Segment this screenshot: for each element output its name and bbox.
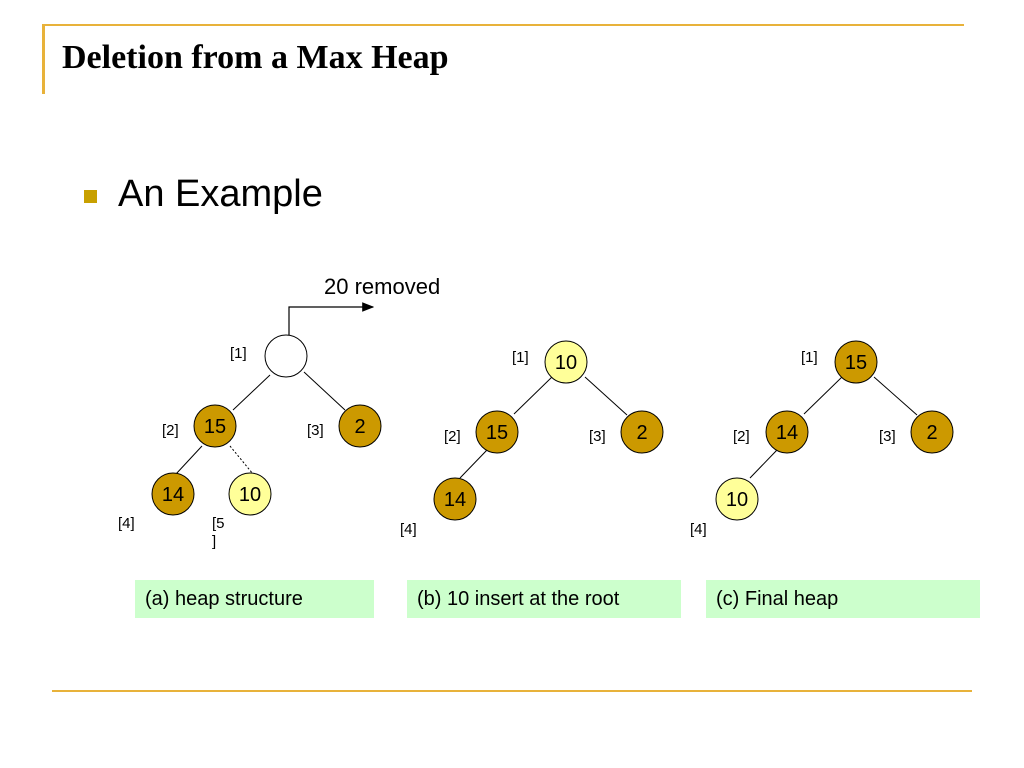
panel-a-node-4-index: [4] [118, 515, 135, 532]
bullet-text: An Example [118, 173, 323, 215]
panel-b-node-3-index: [3] [589, 428, 606, 445]
panel-b-node-1 [544, 340, 588, 384]
panel-c-node-3-index: [3] [879, 428, 896, 445]
panel-a-node-1-index: [1] [230, 345, 247, 362]
panel-c-node-1 [834, 340, 878, 384]
title-accent-horizontal-line [42, 24, 964, 26]
panel-c: 15 [1] 14 [2] 2 [3] 10 [4] [690, 340, 954, 538]
panel-a-edge-2-5 [229, 445, 254, 475]
removed-arrow [288, 302, 375, 340]
panel-c-node-2-index: [2] [733, 428, 750, 445]
panel-c-edge-1-3 [873, 376, 918, 416]
panel-a-edge-1-2 [232, 374, 271, 411]
panel-b-node-2-index: [2] [444, 428, 461, 445]
caption-panel-a: (a) heap structure [135, 580, 374, 618]
panel-b-edge-1-3 [584, 376, 628, 416]
caption-panel-c: (c) Final heap [706, 580, 980, 618]
title-accent-vertical-line [42, 24, 45, 94]
panel-c-node-2 [765, 410, 809, 454]
panel-a-edge-2-4 [175, 445, 203, 475]
panel-b-node-4 [433, 477, 477, 521]
footer-accent-line [52, 690, 972, 692]
panel-a-node-4 [151, 472, 195, 516]
panel-b-node-1-value: 10 [555, 352, 577, 374]
panel-a-edge-1-3 [303, 371, 346, 411]
panel-c-edge-1-2 [803, 376, 843, 415]
panel-a-node-1 [264, 334, 308, 378]
slide-title: Deletion from a Max Heap [62, 39, 449, 76]
panel-c-edge-2-4 [749, 449, 778, 479]
panel-b-node-4-value: 14 [444, 489, 466, 511]
panel-b-node-3 [620, 410, 664, 454]
panel-b-node-3-value: 2 [636, 422, 647, 444]
panel-c-node-2-value: 14 [776, 422, 798, 444]
panel-c-node-1-value: 15 [845, 352, 867, 374]
panel-b: 10 [1] 15 [2] 2 [3] 14 [4] [400, 340, 664, 538]
panel-b-edge-1-2 [513, 376, 553, 415]
panel-c-node-4-index: [4] [690, 521, 707, 538]
panel-b-edge-2-4 [459, 449, 488, 479]
panel-b-node-2-value: 15 [486, 422, 508, 444]
panel-a: 20 removed [1] 15 [2] 2 [3] 14 [4] 10 [5… [118, 274, 440, 550]
panel-c-node-3-value: 2 [926, 422, 937, 444]
panel-a-node-5 [228, 472, 272, 516]
caption-panel-b: (b) 10 insert at the root [407, 580, 681, 618]
panel-a-node-5-value: 10 [239, 484, 261, 506]
panel-a-node-2-index: [2] [162, 422, 179, 439]
panel-c-node-4 [715, 477, 759, 521]
bullet-icon [84, 190, 97, 203]
removed-annotation: 20 removed [324, 274, 440, 299]
panel-b-node-1-index: [1] [512, 349, 529, 366]
panel-a-node-2 [193, 404, 237, 448]
panel-c-node-4-value: 10 [726, 489, 748, 511]
panel-a-node-2-value: 15 [204, 416, 226, 438]
panel-a-node-4-value: 14 [162, 484, 184, 506]
panel-a-node-3 [338, 404, 382, 448]
panel-a-node-3-value: 2 [354, 416, 365, 438]
panel-c-node-3 [910, 410, 954, 454]
panel-c-node-1-index: [1] [801, 349, 818, 366]
panel-b-node-4-index: [4] [400, 521, 417, 538]
panel-a-node-3-index: [3] [307, 422, 324, 439]
panel-b-node-2 [475, 410, 519, 454]
panel-a-node-5-index: [5 ] [212, 515, 229, 550]
